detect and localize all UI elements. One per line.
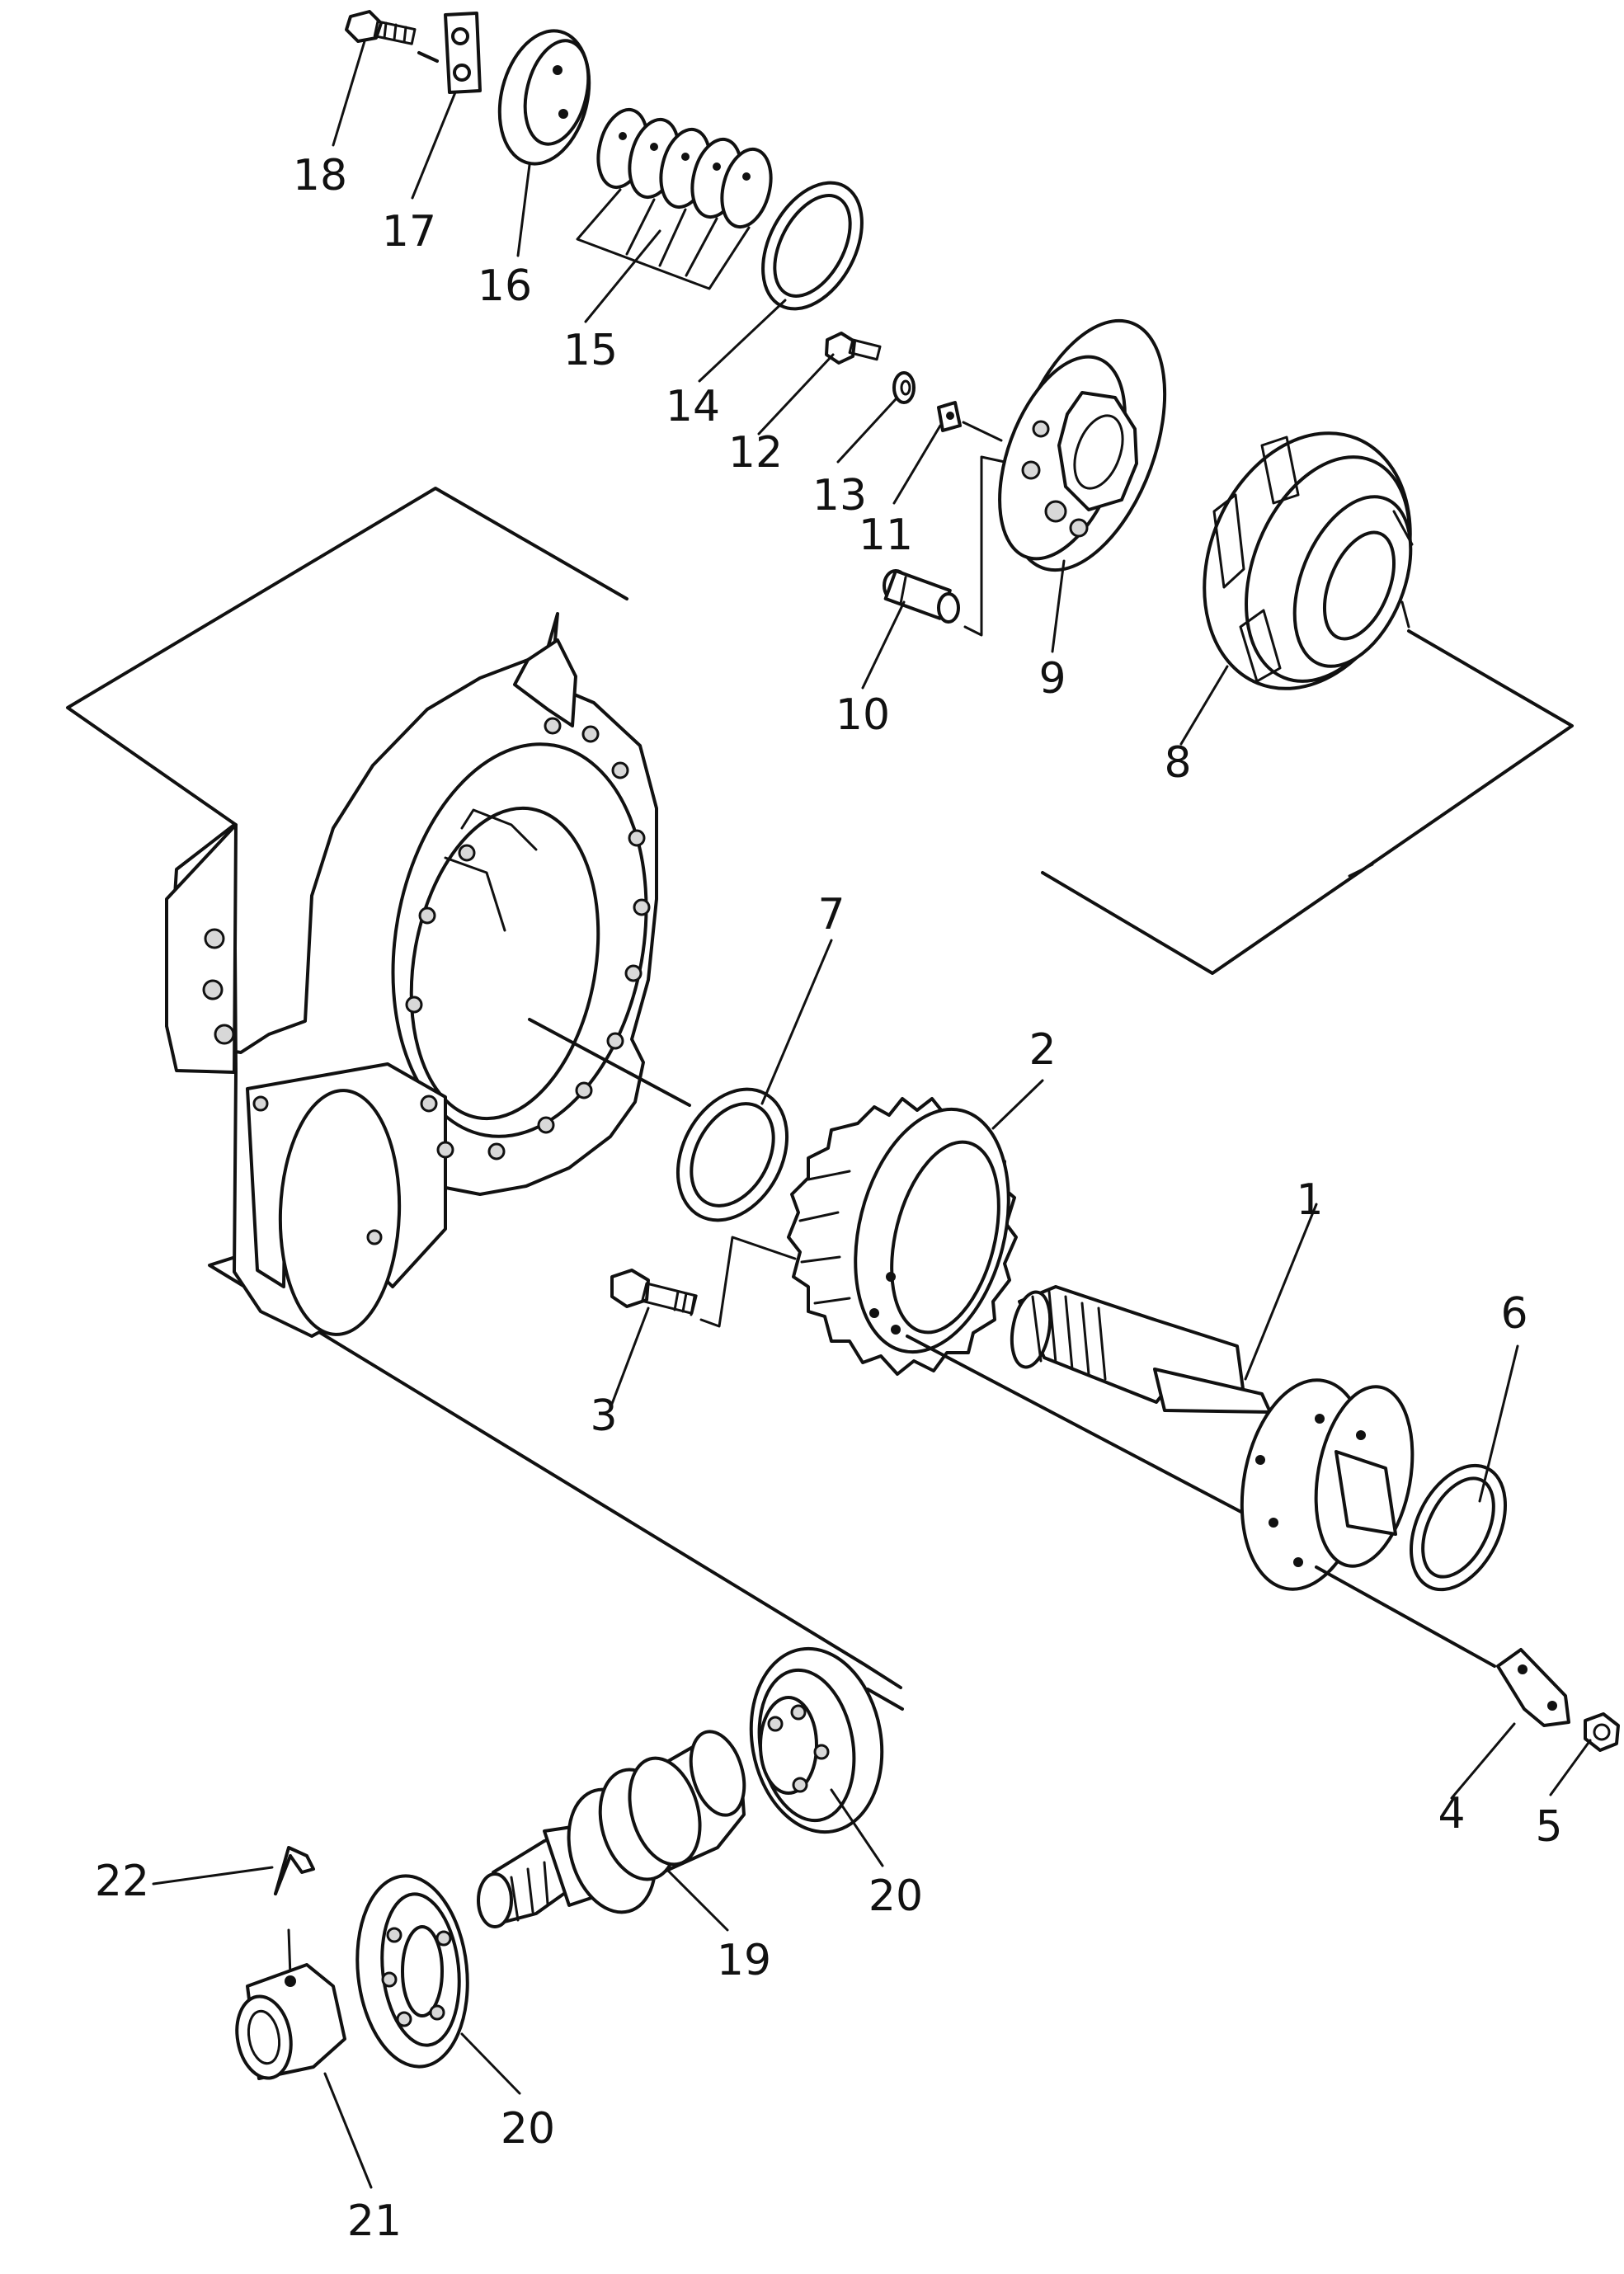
part-9-carrier-plate [998, 318, 1167, 572]
dash-22-21 [287, 1928, 292, 1978]
callout-11: 11 [859, 511, 913, 560]
axis-line-1 [906, 1335, 1254, 1519]
part-8-planetary-carrier [1203, 431, 1414, 690]
part-11-key [937, 401, 962, 432]
part-18-bolt [345, 10, 417, 45]
frame-line-lower-end [866, 1688, 904, 1711]
callout-14: 14 [666, 382, 720, 431]
callout-2: 2 [1029, 1025, 1056, 1075]
callout-17: 17 [382, 207, 436, 257]
callout-21: 21 [347, 2196, 402, 2246]
callout-13: 13 [812, 471, 867, 520]
frame-line-upper-left [66, 487, 628, 826]
part-3-bolt [610, 1269, 698, 1316]
part-1-shaft [1010, 1285, 1415, 1591]
part-20-bearing-right [749, 1646, 884, 1834]
dash-18-17 [417, 51, 439, 63]
axis-line-7 [528, 1018, 691, 1107]
part-4-lock-plate [1496, 1648, 1570, 1727]
callout-4: 4 [1438, 1789, 1465, 1839]
part-17-lock-plate [444, 12, 482, 94]
callout-5: 5 [1535, 1802, 1562, 1852]
part-15-shims [576, 107, 773, 290]
callout-18: 18 [293, 151, 347, 200]
part-10-pin [883, 569, 960, 624]
part-20-bearing-left [355, 1874, 469, 2069]
callout-3: 3 [590, 1391, 617, 1441]
part-5-nut [1584, 1712, 1620, 1752]
callout-16: 16 [478, 261, 532, 311]
part-22-pin [274, 1846, 315, 1895]
part-2-gear [787, 1097, 1018, 1376]
part-16-cover [497, 29, 591, 166]
callout-7: 7 [817, 890, 845, 939]
leader-lines [152, 40, 1592, 2189]
callout-8: 8 [1164, 738, 1191, 788]
part-7-o-ring [675, 1087, 789, 1222]
bracket-3-2 [699, 1236, 797, 1328]
callout-10: 10 [836, 690, 890, 740]
part-12-bolt [825, 332, 882, 365]
part-13-washer [892, 371, 916, 404]
frame-line-right [1041, 629, 1574, 975]
housing [165, 612, 658, 1338]
frame-tick [1348, 863, 1374, 878]
axis-line-4 [1315, 1565, 1496, 1668]
callout-15: 15 [563, 326, 618, 375]
callout-1: 1 [1296, 1175, 1323, 1225]
callout-9: 9 [1038, 654, 1066, 704]
callout-19: 19 [717, 1936, 771, 1985]
callout-20b: 20 [501, 2104, 555, 2154]
callout-12: 12 [728, 428, 783, 478]
callout-20a: 20 [868, 1871, 923, 1921]
dash-11-9 [962, 421, 1003, 442]
callout-6: 6 [1500, 1289, 1528, 1339]
part-21-collar [235, 1963, 346, 2080]
part-19-shaft [477, 1730, 746, 1928]
callout-22: 22 [95, 1857, 149, 1906]
callout-labels: 1 2 3 4 5 6 7 8 9 10 11 12 13 14 15 16 1… [95, 151, 1563, 2246]
bracket-10-9 [963, 455, 1006, 637]
